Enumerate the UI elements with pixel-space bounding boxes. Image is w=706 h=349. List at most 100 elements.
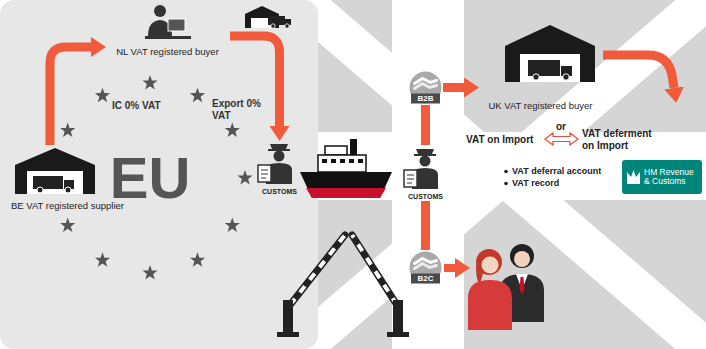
or-text: or	[556, 121, 566, 133]
union-flag	[392, 0, 464, 349]
bullet	[504, 170, 508, 174]
eu-stars	[237, 170, 252, 185]
union-flag	[300, 0, 706, 349]
warehouse-icon	[65, 187, 71, 193]
ship-icon	[350, 139, 357, 155]
handshake-badge	[409, 71, 443, 105]
flow-arrow	[230, 36, 280, 126]
node-label: CUSTOMS	[262, 188, 297, 196]
buyer-icon	[168, 19, 185, 31]
barrier-gate	[393, 300, 403, 334]
hmrc-box: HM Revenue & Customs	[622, 160, 702, 194]
union-flag	[300, 0, 706, 349]
flow-arrow	[421, 201, 430, 250]
warehouse-icon	[505, 25, 595, 82]
ship-icon	[300, 172, 392, 198]
eu-stars	[60, 218, 75, 233]
double-arrow	[545, 133, 578, 145]
truck-icon	[285, 24, 289, 28]
b2b-badge: B2B	[408, 70, 443, 105]
hmrc-logo	[627, 170, 640, 184]
ship-icon	[325, 146, 347, 155]
barrier-gate	[352, 235, 397, 305]
region-name: EU	[95, 145, 205, 211]
vat-note: IC 0% VAT	[112, 100, 161, 112]
flow-arrow	[50, 47, 91, 145]
warehouse-icon	[37, 187, 43, 193]
eu-stars	[225, 123, 240, 138]
customs-post: CUSTOMS	[398, 145, 453, 201]
eu-stars	[95, 252, 110, 267]
warehouse-icon	[15, 148, 95, 194]
node-label: CUSTOMS	[408, 193, 443, 201]
union-flag	[300, 0, 706, 349]
vat-option: VAT deferment on Import	[582, 128, 662, 152]
node-label: HM Revenue & Customs	[644, 168, 700, 187]
warehouse-icon	[528, 60, 560, 76]
barrier-gate	[277, 235, 409, 337]
truck-icon	[271, 24, 275, 28]
union-flag	[300, 0, 706, 349]
hmrc-logo	[622, 160, 702, 194]
warehouse-icon	[505, 25, 595, 82]
hmrc-logo	[622, 160, 702, 194]
customs-icon	[258, 144, 292, 184]
outflow-arrow	[603, 55, 674, 88]
barrier-gate	[290, 235, 345, 305]
barrier-gate	[283, 300, 293, 334]
node-label: UK VAT registered buyer	[488, 100, 592, 111]
barrier-gate	[387, 332, 409, 337]
b2c-badge: B2C	[408, 250, 443, 285]
vat-option: VAT on Import	[466, 134, 533, 146]
barrier-gate	[277, 332, 299, 337]
eu-stars	[95, 88, 110, 103]
eu-stars	[60, 123, 75, 138]
flow-arrow	[443, 83, 464, 92]
warehouse-icon	[33, 176, 63, 189]
barrier-gate	[352, 235, 397, 305]
ship-icon	[331, 159, 336, 163]
ship-icon	[318, 155, 366, 172]
eu-stars	[142, 265, 157, 280]
consumers-icon	[468, 280, 512, 330]
buyer-node: NL VAT registered buyer	[105, 2, 230, 57]
barrier-gate	[290, 235, 345, 305]
truck-icon	[268, 16, 285, 25]
eu-stars	[190, 88, 205, 103]
eu-stars	[225, 218, 240, 233]
bullet-text: VAT deferral account	[512, 166, 601, 177]
warehouse-icon	[563, 74, 569, 80]
warehouse-icon	[27, 171, 83, 194]
handshake-badge	[409, 71, 443, 285]
buyer-icon	[145, 36, 191, 39]
buyer-icon	[154, 5, 166, 17]
ship-icon	[322, 159, 327, 163]
ship-icon	[306, 188, 386, 198]
buyer-node: UK VAT registered buyer	[478, 25, 603, 111]
bullet-text: VAT record	[512, 178, 559, 189]
union-flag	[300, 132, 706, 200]
node-label: B2C	[417, 274, 433, 285]
warehouse-icon	[520, 54, 580, 82]
bullet	[504, 170, 508, 186]
ship-icon	[349, 159, 354, 163]
warehouse-icon	[15, 148, 95, 194]
customs-icon	[404, 149, 438, 189]
flow-arrow	[421, 105, 430, 145]
consumers-icon	[520, 277, 525, 294]
delivery-arrow	[444, 264, 455, 272]
eu-stars	[142, 75, 157, 90]
consumers-icon	[514, 251, 530, 267]
consumers-icon	[482, 257, 499, 274]
eu-stars	[190, 252, 205, 267]
node-label: B2B	[417, 94, 433, 105]
truck-icon	[245, 6, 291, 28]
vat-note: Export 0% VAT	[212, 98, 266, 122]
warehouse-icon	[533, 74, 539, 80]
node-label: NL VAT registered buyer	[116, 46, 219, 57]
ship-icon	[300, 139, 392, 198]
ship-icon	[358, 159, 363, 163]
node-label: BE VAT registered supplier	[11, 200, 124, 211]
